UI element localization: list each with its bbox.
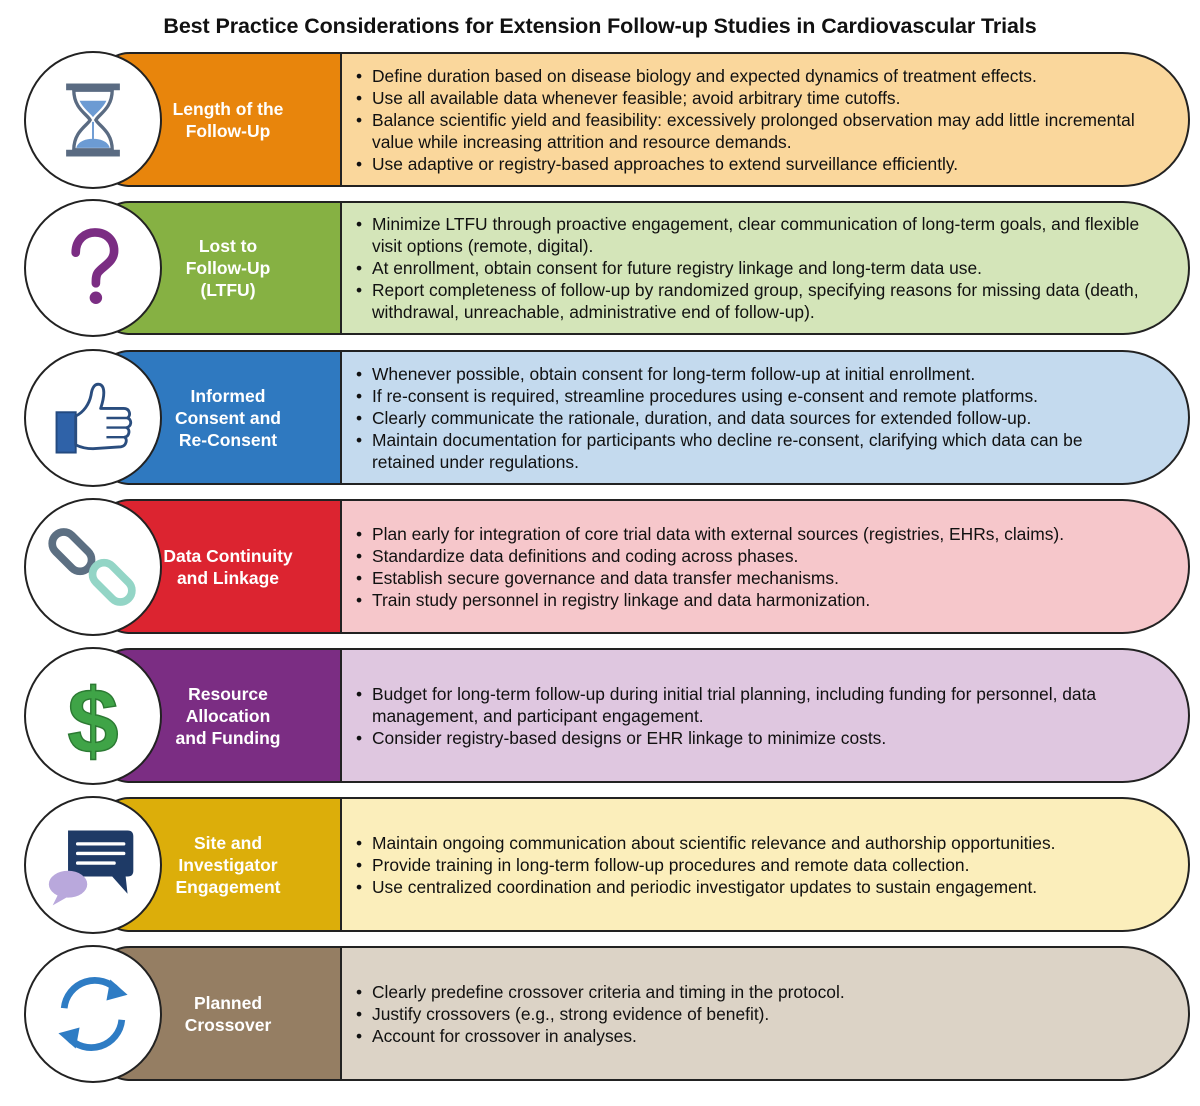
bullet-list: Clearly predefine crossover criteria and… bbox=[356, 981, 845, 1047]
bullet-panel: Maintain ongoing communication about sci… bbox=[330, 797, 1190, 932]
category-label: Length of the Follow-Up bbox=[172, 98, 284, 141]
bullet-item: Account for crossover in analyses. bbox=[356, 1025, 845, 1047]
chain-link-icon bbox=[24, 497, 162, 636]
bullet-panel: Whenever possible, obtain consent for lo… bbox=[330, 350, 1190, 485]
category-label: Planned Crossover bbox=[184, 992, 272, 1035]
bullet-panel: Minimize LTFU through proactive engageme… bbox=[330, 201, 1190, 335]
consideration-row: Define duration based on disease biology… bbox=[0, 50, 1200, 189]
chat-bubbles-icon bbox=[24, 795, 162, 934]
hourglass-icon bbox=[24, 50, 162, 189]
bullet-item: Budget for long-term follow-up during in… bbox=[356, 683, 1148, 727]
consideration-row: Clearly predefine crossover criteria and… bbox=[0, 944, 1200, 1083]
bullet-panel: Define duration based on disease biology… bbox=[330, 52, 1190, 187]
category-label: Resource Allocation and Funding bbox=[175, 683, 281, 748]
bullet-item: Clearly communicate the rationale, durat… bbox=[356, 407, 1148, 429]
bullet-item: Standardize data definitions and coding … bbox=[356, 545, 1064, 567]
bullet-item: Maintain ongoing communication about sci… bbox=[356, 832, 1055, 854]
bullet-list: Budget for long-term follow-up during in… bbox=[356, 683, 1148, 749]
bullet-panel: Budget for long-term follow-up during in… bbox=[330, 648, 1190, 783]
bullet-item: Balance scientific yield and feasibility… bbox=[356, 109, 1148, 153]
consideration-row: Plan early for integration of core trial… bbox=[0, 497, 1200, 636]
bullet-item: Use adaptive or registry-based approache… bbox=[356, 153, 1148, 175]
bullet-item: Justify crossovers (e.g., strong evidenc… bbox=[356, 1003, 845, 1025]
bullet-item: Use centralized coordination and periodi… bbox=[356, 876, 1055, 898]
bullet-panel: Clearly predefine crossover criteria and… bbox=[330, 946, 1190, 1081]
consideration-row: Whenever possible, obtain consent for lo… bbox=[0, 348, 1200, 487]
bullet-list: Minimize LTFU through proactive engageme… bbox=[356, 213, 1148, 323]
bullet-item: Whenever possible, obtain consent for lo… bbox=[356, 363, 1148, 385]
dollar-sign-icon bbox=[24, 646, 162, 785]
category-label: Data Continuity and Linkage bbox=[163, 545, 293, 588]
bullet-item: Provide training in long-term follow-up … bbox=[356, 854, 1055, 876]
page-title: Best Practice Considerations for Extensi… bbox=[163, 14, 1037, 38]
category-label: Site and Investigator Engagement bbox=[175, 832, 281, 897]
bullet-item: Establish secure governance and data tra… bbox=[356, 567, 1064, 589]
consideration-row: Budget for long-term follow-up during in… bbox=[0, 646, 1200, 785]
category-label: Informed Consent and Re-Consent bbox=[175, 385, 281, 450]
bullet-item: At enrollment, obtain consent for future… bbox=[356, 257, 1148, 279]
bullet-item: Train study personnel in registry linkag… bbox=[356, 589, 1064, 611]
category-label: Lost to Follow-Up (LTFU) bbox=[185, 236, 271, 300]
circular-arrows-icon bbox=[24, 944, 162, 1083]
bullet-item: Minimize LTFU through proactive engageme… bbox=[356, 213, 1148, 257]
bullet-item: Define duration based on disease biology… bbox=[356, 65, 1148, 87]
bullet-item: Maintain documentation for participants … bbox=[356, 429, 1148, 473]
consideration-row: Minimize LTFU through proactive engageme… bbox=[0, 199, 1200, 337]
thumbs-up-icon bbox=[24, 348, 162, 487]
bullet-list: Plan early for integration of core trial… bbox=[356, 523, 1064, 611]
bullet-item: Use all available data whenever feasible… bbox=[356, 87, 1148, 109]
bullet-list: Define duration based on disease biology… bbox=[356, 65, 1148, 175]
bullet-list: Whenever possible, obtain consent for lo… bbox=[356, 363, 1148, 473]
bullet-item: Clearly predefine crossover criteria and… bbox=[356, 981, 845, 1003]
bullet-item: If re-consent is required, streamline pr… bbox=[356, 385, 1148, 407]
bullet-list: Maintain ongoing communication about sci… bbox=[356, 832, 1055, 898]
bullet-item: Consider registry-based designs or EHR l… bbox=[356, 727, 1148, 749]
bullet-panel: Plan early for integration of core trial… bbox=[330, 499, 1190, 634]
bullet-item: Report completeness of follow-up by rand… bbox=[356, 279, 1148, 323]
question-mark-icon bbox=[24, 199, 162, 337]
bullet-item: Plan early for integration of core trial… bbox=[356, 523, 1064, 545]
consideration-row: Maintain ongoing communication about sci… bbox=[0, 795, 1200, 934]
